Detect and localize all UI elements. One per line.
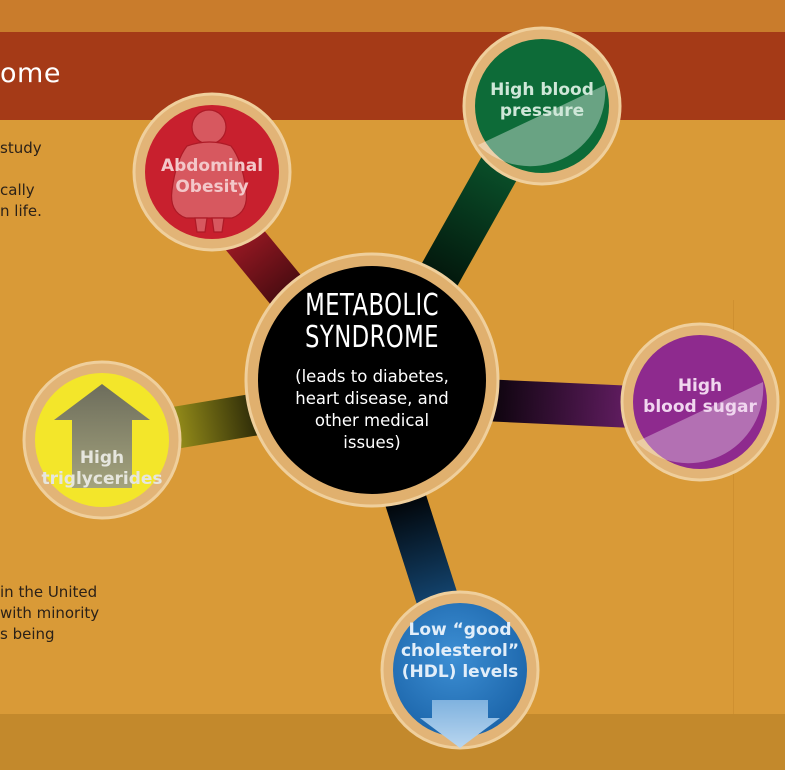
center-subtitle: (leads to diabetes, heart disease, and o… [295, 367, 449, 452]
gauge-wedge-icon [636, 382, 764, 464]
node-abdominal-obesity [132, 92, 292, 252]
panel-divider [733, 300, 734, 714]
title-band [0, 32, 785, 120]
page-title: ome [0, 58, 61, 89]
body-text-line: n life. [0, 202, 42, 220]
top-band [0, 0, 785, 32]
node-high-blood-pressure [462, 26, 622, 186]
center-title: METABOLIC SYNDROME [305, 288, 439, 355]
bottom-band [0, 714, 785, 770]
down-arrow-icon [420, 700, 500, 748]
body-text-line: s being [0, 625, 55, 643]
body-text-line: study [0, 139, 42, 157]
body-text-line: with minority [0, 604, 100, 622]
up-arrow-icon [54, 384, 150, 488]
label-high-blood-pressure: High blood pressure [490, 80, 594, 121]
center-node [244, 252, 500, 508]
label-low-hdl: Low “good cholesterol” (HDL) levels [400, 620, 520, 682]
label-high-blood-sugar: High blood sugar [643, 376, 757, 417]
body-text-line: cally [0, 181, 35, 199]
body-text-line: in the United [0, 583, 98, 601]
node-low-hdl [380, 590, 540, 750]
label-high-triglycerides: High triglycerides [41, 448, 163, 489]
node-high-blood-sugar [620, 322, 780, 482]
label-abdominal-obesity: Abdominal Obesity [160, 156, 264, 197]
node-high-triglycerides [22, 360, 182, 520]
gauge-wedge-icon [478, 85, 606, 167]
body-silhouette-icon [170, 109, 248, 233]
